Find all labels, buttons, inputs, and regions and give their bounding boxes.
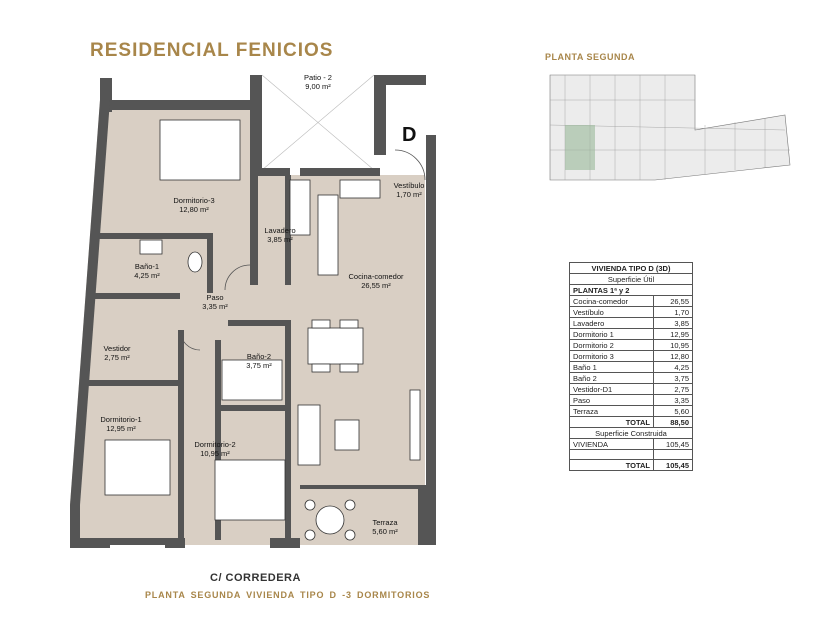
unit-letter: D bbox=[402, 124, 417, 146]
plan-caption: PLANTA SEGUNDA VIVIENDA TIPO D -3 DORMIT… bbox=[145, 590, 431, 600]
furniture-kitchen bbox=[289, 179, 381, 276]
unit-highlight bbox=[565, 125, 595, 170]
location-plan-title: PLANTA SEGUNDA bbox=[545, 52, 635, 62]
patio-area bbox=[262, 75, 374, 175]
area-table: VIVIENDA TIPO D (3D) Superficie Útil PLA… bbox=[569, 262, 693, 471]
table-title: VIVIENDA TIPO D (3D) bbox=[569, 262, 693, 274]
furniture-dining bbox=[297, 319, 421, 466]
built-header: Superficie Construida bbox=[569, 427, 693, 439]
furniture-bath bbox=[139, 239, 283, 401]
furniture-beds bbox=[104, 119, 286, 521]
furniture-terrace bbox=[304, 499, 356, 541]
floors-label: PLANTAS 1ª y 2 bbox=[569, 284, 693, 296]
outer-walls bbox=[70, 75, 436, 548]
street-name: C/ CORREDERA bbox=[210, 572, 301, 584]
useful-header: Superficie Útil bbox=[569, 273, 693, 285]
project-title: RESIDENCIAL FENICIOS bbox=[90, 40, 334, 61]
door-swings bbox=[179, 149, 426, 351]
location-plan bbox=[549, 74, 791, 181]
